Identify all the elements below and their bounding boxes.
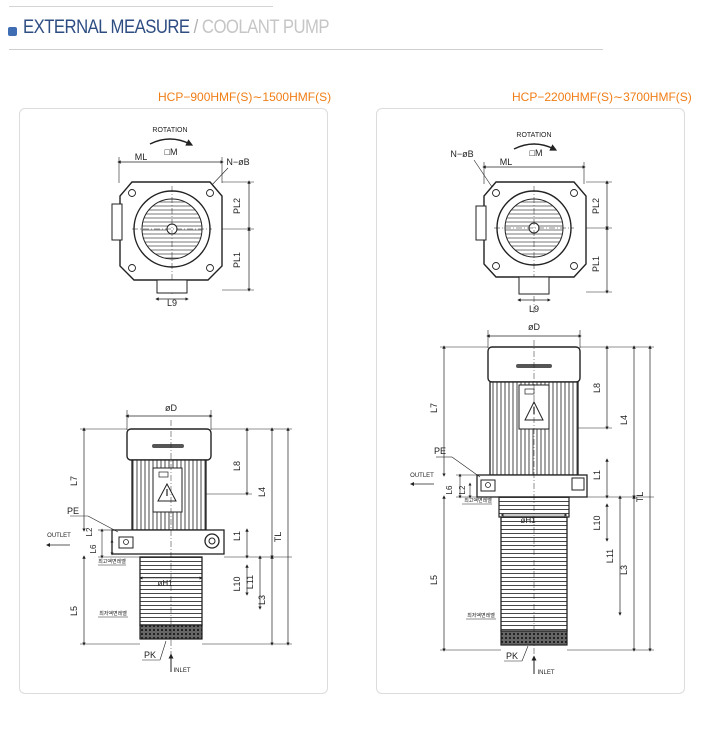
right-bolt-hole-icon bbox=[492, 262, 500, 270]
left-l10-label: L10 bbox=[232, 576, 242, 591]
left-inlet-label: INLET bbox=[173, 668, 190, 674]
right-bolt-hole-icon bbox=[492, 189, 500, 197]
right-bolt-hole-icon bbox=[570, 189, 578, 197]
title-separator: / bbox=[189, 17, 202, 38]
right-front-view: øD øH1 최고액면레벨 최저액면레벨 PE OUTLET L7 bbox=[410, 322, 654, 676]
title-divider bbox=[9, 49, 603, 50]
left-h1-label: øH1 bbox=[157, 579, 173, 588]
model-label-right: HCP−2200HMF(S)∼3700HMF(S) bbox=[512, 90, 692, 104]
left-m-label: □M bbox=[165, 147, 178, 157]
right-tl-label: TL bbox=[635, 492, 645, 503]
left-pl2-label: PL2 bbox=[232, 198, 242, 214]
left-max-level-note: 최고액면레벨 bbox=[98, 558, 126, 565]
left-terminal-box bbox=[111, 203, 123, 241]
left-outlet-label: OUTLET bbox=[47, 533, 71, 539]
left-pl1-label: PL1 bbox=[232, 252, 242, 268]
model-label-left: HCP−900HMF(S)∼1500HMF(S) bbox=[158, 90, 332, 104]
right-top-view: ROTATION □M N−øB ML L9 PL2 PL1 bbox=[450, 132, 612, 314]
right-d-label: øD bbox=[528, 322, 540, 332]
page-title: EXTERNAL MEASURE / COOLANT PUMP bbox=[8, 14, 371, 42]
right-ml-label: ML bbox=[500, 157, 513, 167]
page-title-text: EXTERNAL MEASURE / COOLANT PUMP bbox=[23, 17, 330, 39]
right-l10-label: L10 bbox=[592, 515, 602, 530]
right-l5-label: L5 bbox=[429, 575, 439, 585]
left-rotation-label: ROTATION bbox=[152, 127, 187, 134]
left-bolt-hole-icon bbox=[128, 189, 136, 197]
left-outlet-boss bbox=[156, 279, 188, 294]
left-l7-label: L7 bbox=[69, 476, 79, 486]
right-inlet-label: INLET bbox=[537, 670, 554, 676]
left-top-view: ROTATION □M ML N−øB L9 PL2 PL1 bbox=[111, 127, 254, 308]
left-pk-label: PK bbox=[144, 650, 156, 660]
left-l1-label: L1 bbox=[232, 531, 242, 541]
right-l9-label: L9 bbox=[529, 304, 539, 314]
title-bullet-icon bbox=[8, 27, 17, 36]
right-l4-label: L4 bbox=[619, 415, 629, 425]
left-holes-label: N−øB bbox=[226, 157, 249, 167]
left-l4-label: L4 bbox=[257, 487, 267, 497]
right-terminal-box bbox=[475, 205, 487, 241]
left-bolt-hole-icon bbox=[206, 189, 214, 197]
left-l3-label: L3 bbox=[257, 595, 267, 605]
right-rotation-arrow-icon bbox=[513, 143, 558, 151]
right-l6-label: L6 bbox=[445, 485, 454, 494]
left-front-view: øD øH1 최고액면레벨 최저액면레벨 PE OUTLET L7 bbox=[46, 403, 292, 674]
left-d-label: øD bbox=[165, 403, 177, 413]
right-bolt-hole-icon bbox=[570, 262, 578, 270]
header-top-rule bbox=[9, 6, 273, 7]
right-outlet-label: OUTLET bbox=[410, 473, 434, 479]
left-bolt-hole-icon bbox=[206, 264, 214, 272]
left-l8-label: L8 bbox=[232, 461, 242, 471]
left-pe-label: PE bbox=[67, 506, 79, 516]
right-l2-label: L2 bbox=[458, 485, 467, 494]
right-holes-label: N−øB bbox=[450, 149, 473, 159]
right-m-label: □M bbox=[530, 148, 543, 158]
left-l9-label: L9 bbox=[167, 298, 177, 308]
title-main: EXTERNAL MEASURE bbox=[23, 17, 190, 38]
right-rotation-label: ROTATION bbox=[516, 132, 551, 139]
left-tl-label: TL bbox=[273, 532, 283, 543]
right-pe-label: PE bbox=[434, 446, 446, 456]
left-ml-label: ML bbox=[135, 152, 148, 162]
right-pk-label: PK bbox=[506, 651, 518, 661]
left-holes-leader bbox=[209, 167, 229, 188]
right-max-level-note: 최고액면레벨 bbox=[464, 497, 492, 504]
right-lifting-eye-icon bbox=[571, 477, 585, 491]
left-l11-label: L11 bbox=[245, 575, 255, 589]
left-bolt-hole-icon bbox=[128, 264, 136, 272]
title-sub: COOLANT PUMP bbox=[201, 17, 330, 38]
right-l3-label: L3 bbox=[619, 565, 629, 575]
right-pl2-label: PL2 bbox=[591, 198, 601, 214]
right-outlet-boss bbox=[518, 276, 550, 295]
right-l7-label: L7 bbox=[429, 403, 439, 413]
right-l11-label: L11 bbox=[605, 549, 615, 563]
right-pl1-label: PL1 bbox=[591, 256, 601, 272]
left-l2-label: L2 bbox=[85, 527, 94, 536]
left-l5-label: L5 bbox=[69, 606, 79, 616]
left-l6-label: L6 bbox=[89, 544, 98, 553]
right-min-level-note: 최저액면레벨 bbox=[467, 612, 495, 619]
right-l1-label: L1 bbox=[592, 470, 602, 480]
right-l8-label: L8 bbox=[592, 383, 602, 393]
right-h1-label: øH1 bbox=[520, 516, 536, 525]
left-rotation-arrow-icon bbox=[149, 138, 194, 146]
left-min-level-note: 최저액면레벨 bbox=[99, 610, 127, 617]
